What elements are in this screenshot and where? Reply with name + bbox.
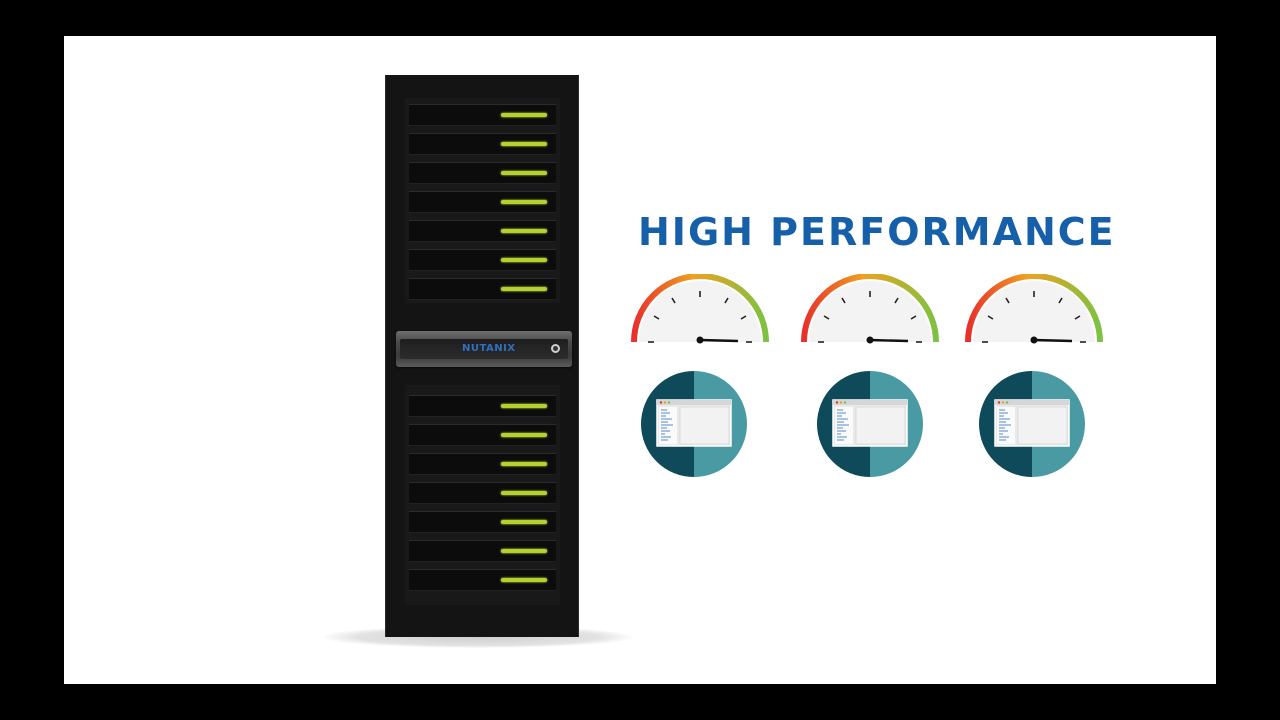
brand-logo: NUTANIX xyxy=(462,343,516,354)
status-led-icon xyxy=(501,287,547,291)
bezel-panel: NUTANIX xyxy=(400,339,568,359)
vm-window-icon xyxy=(641,371,747,477)
drive-bay xyxy=(409,162,556,184)
drive-bay xyxy=(409,453,556,475)
status-led-icon xyxy=(501,113,547,117)
drive-bay xyxy=(409,540,556,562)
headline: HIGH PERFORMANCE xyxy=(638,210,1116,254)
status-led-icon xyxy=(501,200,547,204)
status-led-icon xyxy=(501,520,547,524)
drive-bay xyxy=(409,133,556,155)
status-led-icon xyxy=(501,433,547,437)
bottom-bay-group xyxy=(405,385,560,605)
speedometer-icon xyxy=(965,274,1103,344)
drive-bay xyxy=(409,511,556,533)
drive-bay xyxy=(409,569,556,591)
speedometer-icon xyxy=(801,274,939,344)
vm-window-icon xyxy=(817,371,923,477)
drive-bay xyxy=(409,220,556,242)
drive-bay xyxy=(409,424,556,446)
status-led-icon xyxy=(501,578,547,582)
top-bay-group xyxy=(405,98,560,303)
status-led-icon xyxy=(501,491,547,495)
drive-bay xyxy=(409,278,556,300)
drive-bay xyxy=(409,104,556,126)
slide-canvas: NUTANIX HIGH PERFORMANCE xyxy=(64,36,1216,684)
drive-bay xyxy=(409,191,556,213)
status-led-icon xyxy=(501,171,547,175)
speedometer-icon xyxy=(631,274,769,344)
status-led-icon xyxy=(501,229,547,233)
drive-bay xyxy=(409,249,556,271)
status-led-icon xyxy=(501,258,547,262)
status-led-icon xyxy=(501,404,547,408)
server-rack: NUTANIX xyxy=(385,75,579,637)
drive-bay xyxy=(409,482,556,504)
status-led-icon xyxy=(501,462,547,466)
drive-bay xyxy=(409,395,556,417)
status-led-icon xyxy=(501,549,547,553)
vm-window-icon xyxy=(979,371,1085,477)
status-led-icon xyxy=(501,142,547,146)
server-bezel: NUTANIX xyxy=(396,331,572,367)
power-button-icon xyxy=(551,344,560,353)
